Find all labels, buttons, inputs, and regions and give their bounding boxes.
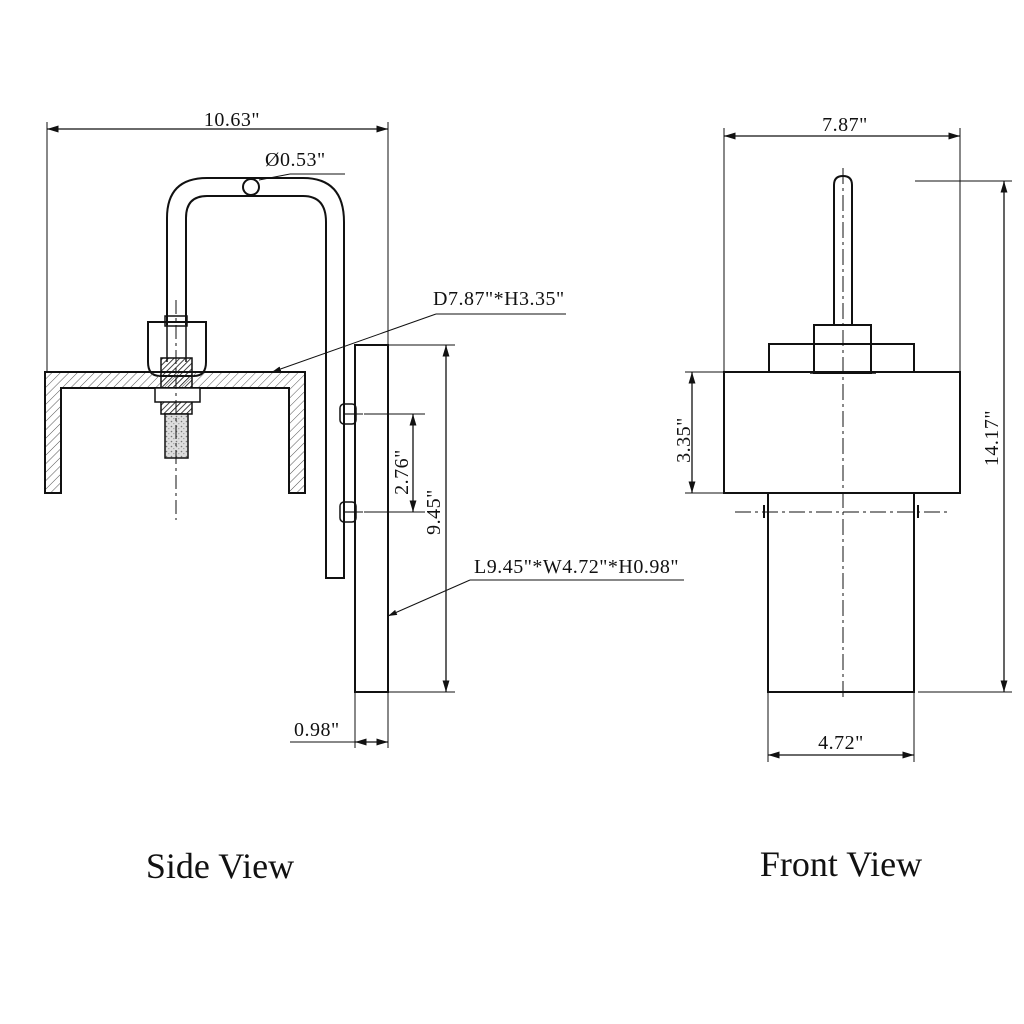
arm-rod: Ø0.53"	[166, 149, 345, 579]
shade-leader: D7.87"*H3.35"	[271, 288, 566, 373]
front-total-height-dimension: 14.17"	[915, 180, 1012, 693]
front-width-label: 7.87"	[822, 114, 868, 136]
front-width-dimension: 7.87"	[723, 114, 961, 372]
backplate-height-dimension: 9.45"	[388, 344, 455, 693]
backplate-depth-label: 0.98"	[294, 719, 340, 741]
screw-spacing-dimension: 2.76"	[364, 413, 425, 513]
screw-upper	[339, 403, 357, 425]
rod-section-circle	[242, 178, 260, 196]
backplate-height-label: 9.45"	[423, 489, 445, 535]
front-shade-height-label: 3.35"	[673, 417, 695, 463]
screw-lower	[339, 501, 357, 523]
front-backplate-width-label: 4.72"	[818, 732, 864, 754]
backplate-size-label: L9.45"*W4.72"*H0.98"	[474, 556, 679, 578]
side-view-title: Side View	[146, 846, 294, 886]
front-shade-height-dimension: 3.35"	[673, 371, 724, 494]
side-width-dimension: 10.63"	[46, 109, 389, 372]
front-view-title: Front View	[760, 844, 922, 884]
front-cap	[768, 324, 915, 374]
front-shade	[723, 371, 961, 494]
shade-size-label: D7.87"*H3.35"	[433, 288, 565, 310]
front-backplate	[763, 492, 919, 693]
side-width-label: 10.63"	[204, 109, 260, 131]
backplate-leader: L9.45"*W4.72"*H0.98"	[387, 556, 684, 617]
screw-spacing-label: 2.76"	[391, 449, 413, 495]
shade-section	[44, 371, 306, 494]
front-total-height-label: 14.17"	[981, 410, 1003, 466]
threaded-nipple	[154, 300, 201, 520]
rod-diameter-label: Ø0.53"	[265, 149, 326, 171]
front-view: 7.87" 3.35"	[673, 114, 1012, 884]
backplate-depth-dimension: 0.98"	[290, 692, 389, 748]
front-backplate-width-dimension: 4.72"	[767, 692, 915, 762]
side-view: 10.63" Ø0.53"	[44, 109, 684, 886]
backplate	[339, 344, 410, 693]
